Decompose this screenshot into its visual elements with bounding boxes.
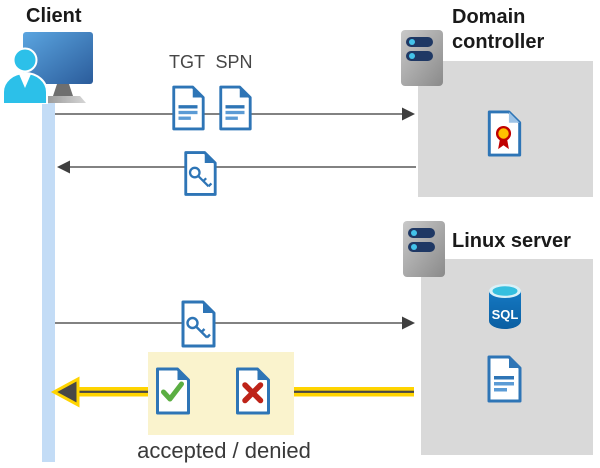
sql-badge-text: SQL [492,307,519,322]
client-computer-user-icon [1,32,93,104]
arrowhead-left-2 [57,160,70,174]
domain-controller-label: Domain controller [452,6,545,53]
person-icon [1,47,48,104]
keytab-document-icon [487,355,522,403]
sql-server-icon: SQL [489,284,521,329]
key-document-icon-2 [181,300,216,348]
monitor-icon [23,32,93,84]
domain-controller-server-icon [401,30,443,86]
linux-server-label: Linux server [452,230,571,252]
tgt-label: TGT [169,52,205,72]
result-caption: accepted / denied [137,438,311,463]
linux-server-icon [403,221,445,277]
client-label: Client [26,5,82,27]
certificate-document-icon [487,110,522,157]
client-lifeline [42,100,55,462]
key-document-icon-1 [184,151,217,196]
tgt-document-icon [172,85,205,131]
accepted-document-icon [156,367,190,415]
denied-document-icon [236,367,270,415]
spn-document-icon [219,85,252,131]
arrowhead-right-3 [402,316,415,330]
spn-label: SPN [215,52,253,72]
arrowhead-right-1 [402,107,415,121]
arrowhead-left-4 [50,376,80,408]
